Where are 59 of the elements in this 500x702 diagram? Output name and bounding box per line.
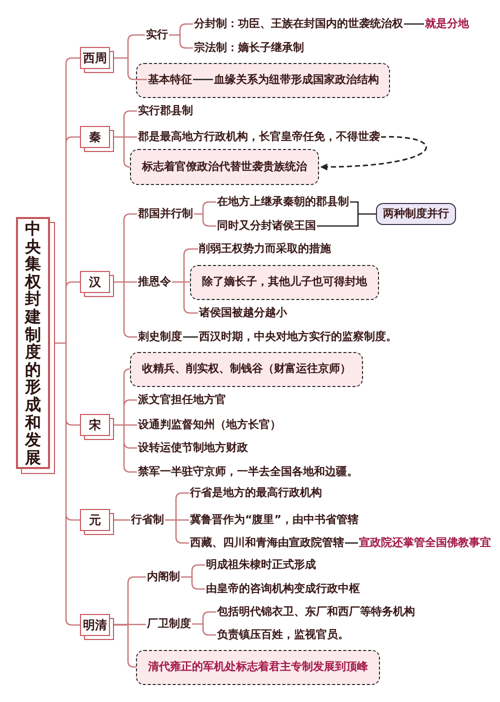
branch-text: 行省制 — [130, 513, 165, 527]
branch-text: 行省是地方的最高行政机构 — [189, 486, 323, 500]
branch-lines — [54, 57, 81, 626]
branch-text: 内阁制 — [146, 570, 181, 584]
branch-text: 郡是最高地方行政机构，长官皇帝任免，不得世袭 — [137, 130, 381, 144]
branch-lines — [168, 23, 194, 49]
branch-text: 明成祖朱棣时正式形成 — [205, 558, 317, 572]
branch-text: 厂卫制度 — [146, 617, 192, 631]
branch-text: 设通判监督知州（地方长官） — [137, 418, 282, 432]
branch-text: 实行郡县制 — [137, 104, 194, 118]
branch-lines — [193, 201, 217, 227]
dynasty-box: 明清 — [80, 614, 114, 640]
branch-lines — [316, 201, 377, 227]
branch-text: 推恩令 — [137, 275, 172, 289]
branch-text: 郡国并行制 — [137, 207, 194, 221]
connector-line — [114, 519, 130, 521]
branch-lines — [113, 34, 148, 80]
connector-line — [183, 336, 198, 338]
highlight-box: 除了嫡长子，其他儿子也可得封地 — [190, 264, 379, 300]
branch-text: 血缘关系为纽带形成国家政治结构 — [213, 72, 380, 86]
branch-lines — [113, 576, 147, 668]
branch-text: 同时又分封诸侯王国 — [216, 219, 317, 233]
branch-lines — [171, 248, 199, 314]
dynasty-box: 宋 — [80, 414, 114, 440]
highlight-box: 清代雍正的军机处标志着君主专制发展到顶峰 — [136, 650, 380, 684]
branch-text: 诸侯国被越分越小 — [198, 306, 288, 320]
branch-lines — [180, 564, 206, 590]
branch-lines — [191, 611, 217, 636]
branch-text: 宗法制：嫡长子继承制 — [193, 41, 305, 55]
dynasty-box: 汉 — [80, 271, 114, 297]
dynasty-box: 元 — [80, 509, 114, 535]
branch-text: 实行 — [145, 28, 169, 42]
highlight-box: 标志着官僚政治代替世袭贵族统治 — [130, 149, 319, 185]
dynasty-box: 秦 — [80, 126, 114, 152]
branch-text: 派文官担任地方官 — [137, 393, 227, 407]
dynasty-box: 西周 — [80, 47, 114, 73]
branch-text: 刺史制度 — [137, 330, 183, 344]
branch-text: 削弱王权势力而采取的措施 — [198, 242, 332, 256]
branch-text: 负责镇压百姓，监视官员。 — [216, 628, 350, 642]
connector-line — [345, 542, 358, 544]
branch-text: 基本特征 — [147, 72, 193, 86]
branch-text: 冀鲁晋作为“腹里”，由中书省管辖 — [189, 513, 360, 527]
branch-text: 设转运使节制地方财政 — [137, 441, 249, 455]
dashed-box — [136, 62, 390, 98]
branch-text: 就是分地 — [424, 17, 470, 31]
branch-text: 禁军一半驻守京师，一半去全国各地和边疆。 — [137, 465, 359, 479]
branch-text: 宣政院还掌管全国佛教事宜 — [358, 536, 492, 550]
branch-text: 在地方上继承秦朝的郡县制 — [216, 195, 350, 209]
highlight-box: 收精兵、削实权、制钱谷（财富运往京师） — [130, 352, 363, 386]
branch-text: 西藏、四川和青海由宣政院管辖 — [189, 536, 345, 550]
branch-text: 西汉时期，中央对地方实行的监察制度。 — [198, 330, 398, 344]
title-box: 中央集权封建制度的形成和发展 — [16, 217, 55, 474]
connector-line — [193, 78, 213, 80]
branch-text: 分封制：功臣、王族在封国内的世袭统治权 — [193, 17, 404, 31]
summary-box: 两种制度并行 — [376, 203, 456, 225]
curved-arrow — [320, 136, 427, 170]
connector-line — [404, 23, 424, 25]
branch-text: 由皇帝的咨询机构变成行政中枢 — [205, 582, 361, 596]
branch-text: 包括明代锦衣卫、东厂和西厂等特务机构 — [216, 605, 416, 619]
